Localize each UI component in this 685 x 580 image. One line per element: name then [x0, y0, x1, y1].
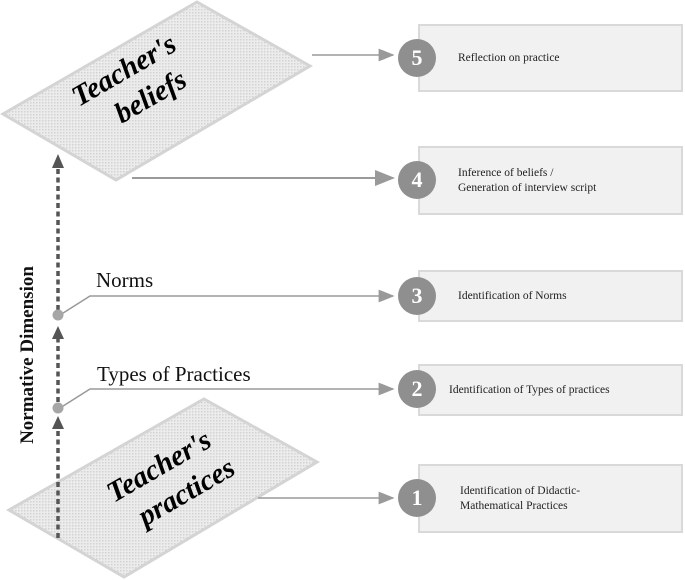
step-1-text: Identification of Didactic- Mathematical…	[460, 484, 580, 514]
step-5-text: Reflection on practice	[458, 51, 560, 64]
step-3-text: Identification of Norms	[458, 289, 567, 302]
step-4-box: Inference of beliefs / Generation of int…	[418, 146, 683, 215]
step-5-box: Reflection on practice	[418, 24, 683, 92]
norms-node	[52, 309, 64, 321]
normative-dimension-label: Normative Dimension	[17, 266, 38, 444]
step-4-badge: 4	[398, 161, 436, 199]
axis-arrowhead-top	[52, 154, 64, 168]
step-3-box: Identification of Norms	[418, 270, 683, 322]
step-3-badge: 3	[398, 277, 436, 315]
types-of-practices-label: Types of Practices	[97, 362, 251, 386]
connector-2	[59, 382, 395, 409]
step-1-line1: Identification of Didactic-	[460, 484, 581, 497]
step-4-text: Inference of beliefs / Generation of int…	[458, 166, 596, 196]
axis-arrowhead-bottom	[52, 416, 64, 429]
step-1-line2: Mathematical Practices	[460, 499, 568, 512]
axis-arrowhead-middle	[52, 326, 64, 339]
step-2-box: Identification of Types of practices	[418, 364, 683, 416]
step-1-badge: 1	[398, 479, 436, 517]
step-4-line1: Inference of beliefs /	[458, 166, 554, 179]
beliefs-plane	[0, 0, 314, 182]
step-2-badge: 2	[398, 370, 436, 408]
practices-plane	[5, 397, 321, 579]
step-5-badge: 5	[398, 39, 436, 77]
step-2-text: Identification of Types of practices	[449, 383, 610, 396]
step-4-line2: Generation of interview script	[458, 181, 597, 194]
norms-label: Norms	[96, 268, 154, 292]
types-node	[52, 402, 64, 414]
step-1-box: Identification of Didactic- Mathematical…	[418, 464, 683, 533]
connector-3	[59, 289, 395, 316]
